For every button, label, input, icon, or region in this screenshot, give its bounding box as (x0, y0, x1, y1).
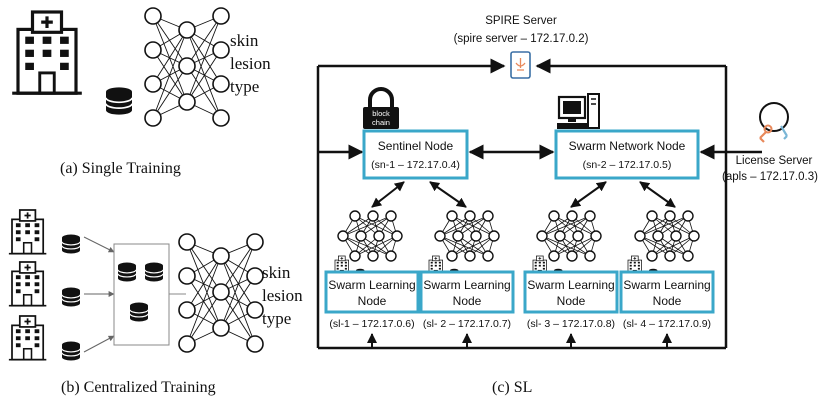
database-icon (129, 301, 149, 323)
neural-network-icon (634, 210, 700, 262)
node-title-line: Node (557, 294, 586, 308)
panel-a-caption: (a) Single Training (60, 160, 181, 177)
neural-network-icon (178, 233, 264, 353)
spire-server-address: (spire server – 172.17.0.2) (454, 33, 589, 45)
output-label-line: type (230, 77, 259, 96)
database-icon (61, 233, 81, 255)
node-title-line: Node (653, 294, 682, 308)
bus-to-node-arrows (367, 333, 672, 348)
blockchain-label-line: block (372, 109, 390, 118)
swarm-learning-node: Swarm Learning Node (419, 270, 515, 314)
panel-a-single-training: skin lesion type (a) Single Training (10, 7, 271, 177)
database-icon (61, 286, 81, 308)
hospital-site (8, 315, 81, 362)
swarm-learning-node: Swarm Learning Node (324, 270, 420, 314)
panel-b-centralized-training: skin lesion type (b) Centralized Trainin… (8, 209, 303, 396)
swarm-network-node: Swarm Network Node (sn-2 – 172.17.0.5) (554, 129, 700, 180)
node-address: (sl- 2 – 172.17.0.7) (423, 318, 511, 330)
hospital-icon (10, 10, 84, 95)
neural-network-icon (337, 210, 403, 262)
sentinel-node: Sentinel Node (sn-1 – 172.17.0.4) (362, 129, 469, 180)
node-address: (sl- 3 – 172.17.0.8) (527, 318, 615, 330)
panel-c-caption: (c) SL (492, 379, 532, 396)
node-address: (sn-1 – 172.17.0.4) (371, 159, 460, 171)
node-address: (sn-2 – 172.17.0.5) (583, 159, 672, 171)
database-icon (144, 261, 164, 283)
node-address: (sl- 4 – 172.17.0.9) (623, 318, 711, 330)
sync-arrows (371, 181, 676, 208)
hospital-icon (8, 315, 48, 361)
neural-network-icon (536, 210, 602, 262)
blockchain-icon: block chain (363, 87, 399, 129)
output-label-line: skin (230, 31, 259, 50)
swarm-learning-node: Swarm Learning Node (619, 270, 715, 314)
blockchain-label-line: chain (372, 118, 390, 127)
spire-server-title: SPIRE Server (485, 15, 557, 27)
hospital-site (8, 261, 81, 308)
hospital-icon (8, 209, 48, 255)
node-address: (sl-1 – 172.17.0.6) (329, 318, 414, 330)
output-label-line: skin (262, 263, 291, 282)
data-transfer-arrows (83, 236, 115, 353)
panel-b-caption: (b) Centralized Training (61, 379, 216, 396)
spire-server-icon (510, 51, 531, 79)
computer-icon (557, 93, 600, 129)
license-server-title: License Server (736, 155, 813, 167)
node-title-line: Node (453, 294, 482, 308)
central-data-store (113, 243, 170, 346)
output-label-line: type (262, 309, 291, 328)
node-title-line: Swarm Learning (527, 278, 614, 292)
node-title-line: Node (358, 294, 387, 308)
hospital-site (8, 209, 81, 255)
output-label-line: lesion (230, 54, 271, 73)
output-label-line: lesion (262, 286, 303, 305)
database-icon (105, 86, 133, 116)
node-title: Sentinel Node (378, 139, 454, 153)
node-title: Swarm Network Node (569, 139, 686, 153)
swarm-learning-node: Swarm Learning Node (523, 270, 619, 314)
database-icon (117, 261, 137, 283)
neural-network-icon (434, 210, 500, 262)
panel-c-swarm-learning: SPIRE Server (spire server – 172.17.0.2)… (316, 15, 818, 396)
neural-network-icon (144, 7, 230, 127)
license-server-icon (759, 102, 789, 143)
database-icon (61, 340, 81, 362)
license-server-address: (apls – 172.17.0.3) (722, 171, 818, 183)
hospital-icon (8, 261, 48, 307)
node-title-line: Swarm Learning (328, 278, 415, 292)
network-bus (316, 58, 762, 350)
node-title-line: Swarm Learning (423, 278, 510, 292)
node-title-line: Swarm Learning (623, 278, 710, 292)
